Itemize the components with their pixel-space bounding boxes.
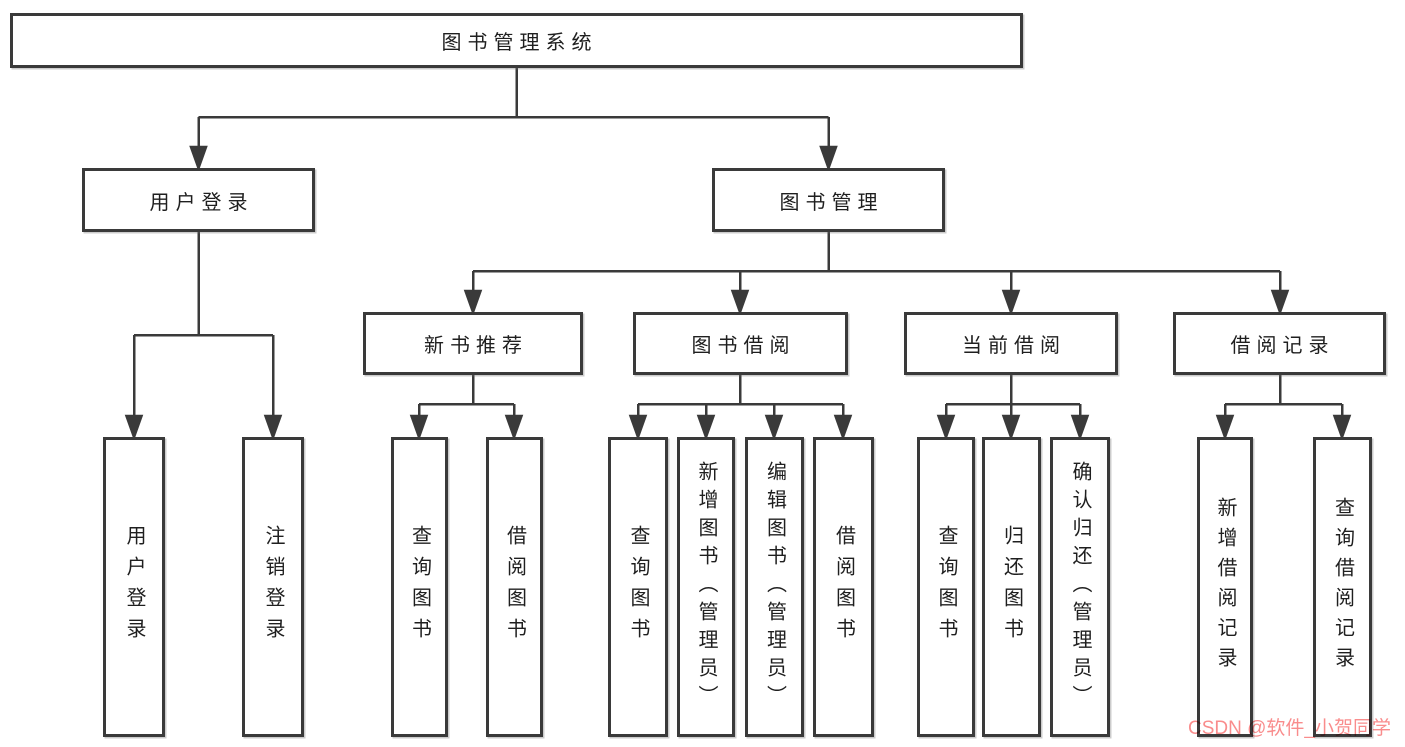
connector-current-borrowing-children <box>936 375 1090 441</box>
leaf-query-borrow-record-label: 查询借阅记录 <box>1331 497 1354 677</box>
node-user-login-label: 用户登录 <box>149 191 254 214</box>
leaf-query-books-borrowing-label: 查询图书 <box>627 525 649 649</box>
connector-borrow-records-children <box>1215 375 1352 441</box>
leaf-user-login-label: 用户登录 <box>123 525 145 649</box>
connector-book-management-children <box>463 232 1290 316</box>
connector-book-borrowing-children <box>628 375 853 441</box>
leaf-edit-books-admin: 编辑图书（管理员） <box>745 437 804 737</box>
node-book-management: 图书管理 <box>712 168 945 232</box>
node-book-borrowing-label: 图书借阅 <box>691 335 796 357</box>
leaf-borrow-books-recommend: 借阅图书 <box>486 437 543 737</box>
leaf-query-books-recommend-label: 查询图书 <box>408 525 431 649</box>
leaf-borrow-books-borrowing: 借阅图书 <box>813 437 874 737</box>
connector-new-book-children <box>409 375 524 441</box>
leaf-borrow-books-borrowing-label: 借阅图书 <box>832 525 855 649</box>
node-book-management-label: 图书管理 <box>779 191 884 214</box>
leaf-query-books-current-label: 查询图书 <box>935 525 957 649</box>
leaf-add-borrow-record-label: 新增借阅记录 <box>1214 497 1236 677</box>
leaf-query-books-current: 查询图书 <box>917 437 975 737</box>
node-user-login: 用户登录 <box>82 168 315 232</box>
leaf-confirm-return-admin: 确认归还（管理员） <box>1050 437 1110 737</box>
leaf-return-books-label: 归还图书 <box>1000 525 1023 649</box>
leaf-query-books-borrowing: 查询图书 <box>608 437 668 737</box>
node-borrow-records: 借阅记录 <box>1173 312 1386 375</box>
connector-root-to-level2 <box>189 68 838 172</box>
node-library-system-label: 图书管理系统 <box>441 32 598 54</box>
node-current-borrowing-label: 当前借阅 <box>962 335 1066 357</box>
leaf-add-borrow-record: 新增借阅记录 <box>1197 437 1253 737</box>
node-book-borrowing: 图书借阅 <box>633 312 848 375</box>
connector-user-login-children <box>124 232 283 441</box>
leaf-edit-books-admin-label: 编辑图书（管理员） <box>763 461 786 713</box>
watermark-text: CSDN @软件_小贺同学 <box>1188 718 1391 739</box>
node-new-book-recommend: 新书推荐 <box>363 312 583 375</box>
node-library-system: 图书管理系统 <box>10 13 1023 68</box>
leaf-user-login: 用户登录 <box>103 437 165 737</box>
leaf-logout: 注销登录 <box>242 437 304 737</box>
leaf-query-borrow-record: 查询借阅记录 <box>1313 437 1372 737</box>
leaf-query-books-recommend: 查询图书 <box>391 437 448 737</box>
node-borrow-records-label: 借阅记录 <box>1230 335 1335 357</box>
leaf-borrow-books-recommend-label: 借阅图书 <box>503 525 526 649</box>
leaf-add-books-admin-label: 新增图书（管理员） <box>695 461 717 713</box>
leaf-logout-label: 注销登录 <box>262 525 284 649</box>
node-new-book-recommend-label: 新书推荐 <box>424 335 528 357</box>
leaf-confirm-return-admin-label: 确认归还（管理员） <box>1069 461 1091 713</box>
leaf-add-books-admin: 新增图书（管理员） <box>677 437 735 737</box>
leaf-return-books: 归还图书 <box>982 437 1041 737</box>
node-current-borrowing: 当前借阅 <box>904 312 1118 375</box>
